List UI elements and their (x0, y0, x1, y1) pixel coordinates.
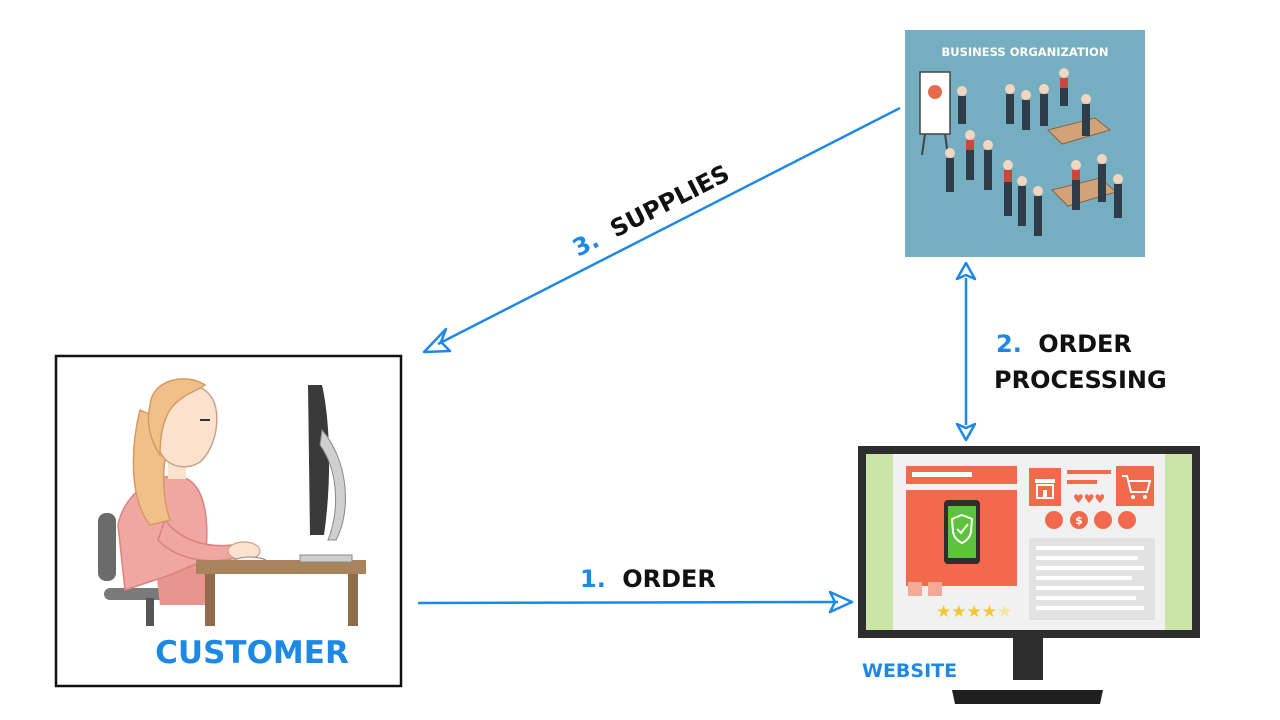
person-head (945, 148, 955, 158)
website-label: WEBSITE (862, 660, 957, 682)
website-monitor-illustration: ★★★★ ★ ♥♥♥ (858, 446, 1200, 704)
supplies-arrowhead (422, 327, 452, 354)
plane-icon (1094, 511, 1112, 529)
customer-illustration (98, 378, 366, 626)
person (1114, 184, 1122, 218)
monitor-screen (308, 385, 330, 535)
card-icon (1118, 511, 1136, 529)
processing-label-line1: 2. ORDER (996, 330, 1132, 358)
edge-order: 1. ORDER (417, 565, 854, 614)
cart-icon (1122, 475, 1152, 499)
customer-label: CUSTOMER (155, 635, 349, 671)
check-shield-icon (950, 513, 974, 545)
processing-label-num: 2. (996, 330, 1022, 358)
star-icon: ★★★★ (936, 602, 997, 622)
person (1072, 170, 1080, 210)
rating-stars: ★★★★ ★ (936, 602, 1012, 622)
person (1018, 186, 1026, 226)
person-accent (1004, 170, 1012, 182)
edge-supplies: 3. SUPPLIES (422, 106, 901, 354)
person (1034, 196, 1042, 236)
processing-arrowhead-down (955, 422, 977, 442)
desk-leg-right (348, 574, 358, 626)
monitor-stand-base (952, 690, 1103, 704)
person-head (1071, 160, 1081, 170)
order-label-text: ORDER (622, 565, 716, 593)
person (966, 140, 974, 180)
person-accent (966, 140, 974, 150)
info-line (1067, 470, 1111, 474)
person-head (1081, 94, 1091, 104)
dollar-icon (1070, 511, 1088, 529)
chair-back (98, 513, 116, 581)
heart-icon: ♥♥♥ (1073, 492, 1105, 506)
order-arrow-line (417, 600, 839, 605)
processing-label-text: ORDER (1038, 330, 1132, 358)
person (1006, 94, 1014, 124)
person-head (1017, 176, 1027, 186)
thumbnail (928, 582, 942, 596)
thumbnail (908, 582, 922, 596)
person-head (957, 86, 967, 96)
monitor-stand (319, 428, 346, 541)
description-lines (1036, 546, 1144, 610)
person-head (1113, 174, 1123, 184)
person (984, 150, 992, 190)
star-icon: ★ (997, 602, 1012, 622)
people-meeting-illustration (919, 68, 1123, 236)
desk-leg-left (205, 574, 215, 626)
order-label: 1. ORDER (580, 565, 716, 593)
customer-node: CUSTOMER (54, 354, 403, 688)
tag-icon (1045, 511, 1063, 529)
supplies-label-num: 3. (568, 226, 604, 263)
pie-chart-mark (928, 85, 942, 99)
person (958, 96, 966, 124)
person (946, 158, 954, 192)
payment-icons: $ (1045, 511, 1136, 529)
person-head (965, 130, 975, 140)
person-accent (1060, 78, 1068, 88)
board-leg (921, 133, 926, 156)
meeting-table (1047, 117, 1112, 145)
person-head (983, 140, 993, 150)
store-icon (1035, 479, 1055, 499)
person-head (1005, 84, 1015, 94)
info-line (1067, 480, 1097, 484)
hair-top (147, 378, 207, 458)
person-head (1033, 186, 1043, 196)
person-head (1003, 160, 1013, 170)
website-node: ★★★★ ★ ♥♥♥ (858, 446, 1200, 704)
person-head (1039, 84, 1049, 94)
presentation-board (919, 71, 951, 135)
chair-pole (146, 598, 154, 626)
web-header-line (912, 472, 972, 477)
edge-processing: 2. ORDER PROCESSING (955, 261, 1167, 442)
order-arrowhead (828, 590, 854, 614)
order-label-num: 1. (580, 565, 606, 593)
supplies-label: 3. SUPPLIES (568, 159, 734, 262)
monitor-base (299, 554, 353, 563)
desk-top (196, 560, 366, 574)
person (1098, 164, 1106, 202)
business-label: BUSINESS ORGANIZATION (942, 45, 1109, 59)
store-icon-box (1029, 468, 1061, 506)
person-accent (1072, 170, 1080, 180)
person-head (1021, 90, 1031, 100)
person (1082, 104, 1090, 136)
processing-label-line2: PROCESSING (994, 366, 1167, 394)
person (1040, 94, 1048, 126)
processing-arrowhead-up (955, 261, 977, 281)
person (1022, 100, 1030, 130)
dollar-glyph: $ (1075, 514, 1083, 527)
business-node: BUSINESS ORGANIZATION (905, 30, 1145, 257)
supplies-arrow-line (437, 106, 901, 346)
person (1004, 170, 1012, 216)
monitor-neck (1013, 638, 1043, 680)
person-head (1097, 154, 1107, 164)
person (1060, 78, 1068, 106)
person-head (1059, 68, 1069, 78)
